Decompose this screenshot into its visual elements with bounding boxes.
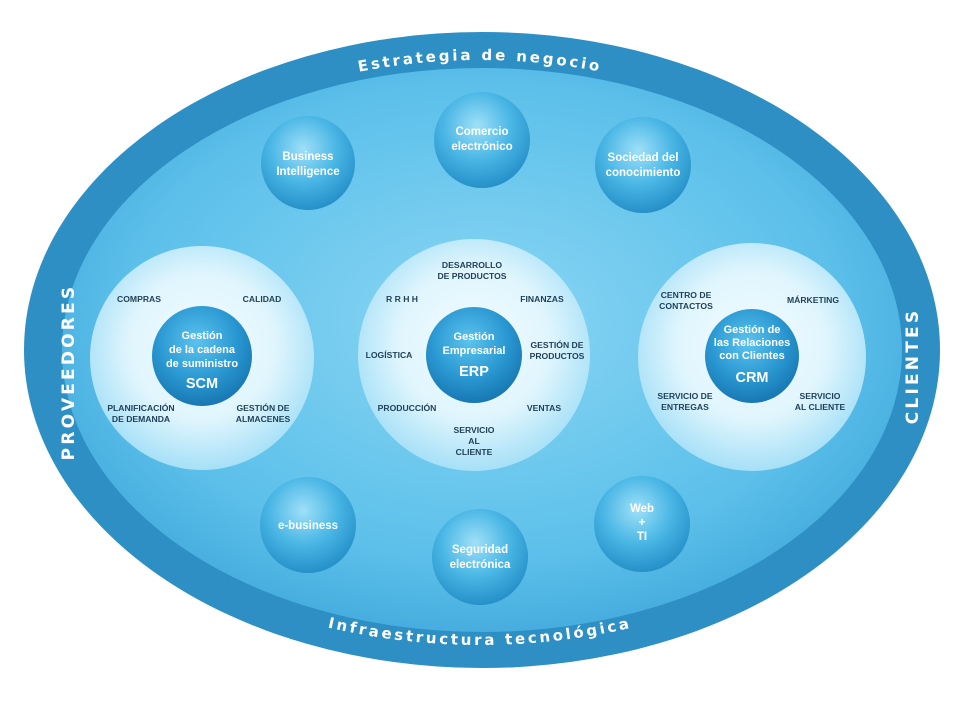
bubble-e-business: e-business bbox=[260, 477, 356, 573]
bubble-label: Business bbox=[282, 151, 333, 163]
crm-acronym: CRM bbox=[735, 370, 768, 386]
erp-label-rrhh: R R H H bbox=[386, 294, 418, 304]
erp-label-gestion-productos: GESTIÓN DE bbox=[530, 339, 583, 350]
bubble-web-ti: Web + TI bbox=[594, 476, 690, 572]
bubble-label: + bbox=[639, 517, 646, 529]
crm-label-servicio-entregas: SERVICIO DE bbox=[657, 391, 713, 401]
scm-core-label: Gestión bbox=[182, 330, 223, 342]
bubble-label: Web bbox=[630, 503, 654, 515]
scm-core-label: de suministro bbox=[166, 358, 238, 370]
bubble-sociedad-conocimiento: Sociedad del conocimiento bbox=[595, 117, 691, 213]
crm-cluster: Gestión de las Relaciones con Clientes C… bbox=[638, 243, 866, 471]
erp-label-servicio: CLIENTE bbox=[456, 447, 493, 457]
crm-label-centro: CENTRO DE bbox=[661, 290, 712, 300]
erp-label-produccion: PRODUCCIÓN bbox=[378, 402, 437, 413]
erp-label-ventas: VENTAS bbox=[527, 403, 561, 413]
bubble-label: electrónica bbox=[450, 559, 511, 571]
bubble-label: Sociedad del bbox=[608, 152, 679, 164]
scm-label-calidad: CALIDAD bbox=[243, 294, 282, 304]
erp-cluster: Gestión Empresarial ERP DESARROLLO DE PR… bbox=[358, 239, 590, 471]
bubble-business-intelligence: Business Intelligence bbox=[261, 116, 355, 210]
scm-label-planificacion: PLANIFICACIÓN bbox=[107, 402, 174, 413]
crm-label-servicio-entregas: ENTREGAS bbox=[661, 402, 709, 412]
erp-label-desarrollo: DESARROLLO bbox=[442, 260, 502, 270]
bubble-label: Comercio bbox=[455, 126, 508, 138]
bubble-seguridad-electronica: Seguridad electrónica bbox=[432, 509, 528, 605]
bubble-comercio-electronico: Comercio electrónico bbox=[434, 92, 530, 188]
crm-core-label: con Clientes bbox=[719, 350, 784, 362]
erp-label-finanzas: FINANZAS bbox=[520, 294, 564, 304]
scm-label-almacenes: GESTIÓN DE bbox=[236, 402, 289, 413]
crm-core bbox=[705, 309, 799, 403]
scm-acronym: SCM bbox=[186, 376, 218, 392]
scm-core-label: de la cadena bbox=[169, 344, 236, 356]
scm-label-compras: COMPRAS bbox=[117, 294, 161, 304]
crm-label-servicio-cliente: SERVICIO bbox=[800, 391, 841, 401]
crm-label-centro: CONTACTOS bbox=[659, 301, 713, 311]
erp-label-servicio: AL bbox=[468, 436, 479, 446]
crm-label-marketing: MÁRKETING bbox=[787, 295, 839, 305]
bubble-label: Intelligence bbox=[276, 166, 339, 178]
erp-label-gestion-productos: PRODUCTOS bbox=[530, 351, 585, 361]
erp-core-label: Gestión bbox=[454, 331, 495, 343]
erp-core-label: Empresarial bbox=[443, 345, 506, 357]
erp-label-servicio: SERVICIO bbox=[454, 425, 495, 435]
bubble-label: Seguridad bbox=[452, 544, 508, 556]
erp-acronym: ERP bbox=[459, 364, 489, 380]
erp-core bbox=[426, 307, 522, 403]
scm-cluster: Gestión de la cadena de suministro SCM C… bbox=[90, 246, 314, 470]
bubble-label: TI bbox=[637, 531, 647, 543]
scm-core bbox=[152, 306, 252, 406]
crm-label-servicio-cliente: AL CLIENTE bbox=[795, 402, 846, 412]
bubble-label: e-business bbox=[278, 520, 338, 532]
crm-core-label: Gestión de bbox=[724, 324, 781, 336]
bubble-label: electrónico bbox=[451, 141, 512, 153]
scm-label-almacenes: ALMACENES bbox=[236, 414, 291, 424]
erp-label-desarrollo: DE PRODUCTOS bbox=[437, 271, 506, 281]
scm-label-planificacion: DE DEMANDA bbox=[112, 414, 170, 424]
erp-label-logistica: LOGÍSTICA bbox=[366, 350, 413, 360]
side-label-proveedores: PROVEEDORES bbox=[59, 284, 79, 461]
bubble-label: conocimiento bbox=[606, 167, 681, 179]
crm-core-label: las Relaciones bbox=[714, 337, 790, 349]
side-label-clientes: CLIENTES bbox=[903, 308, 923, 425]
